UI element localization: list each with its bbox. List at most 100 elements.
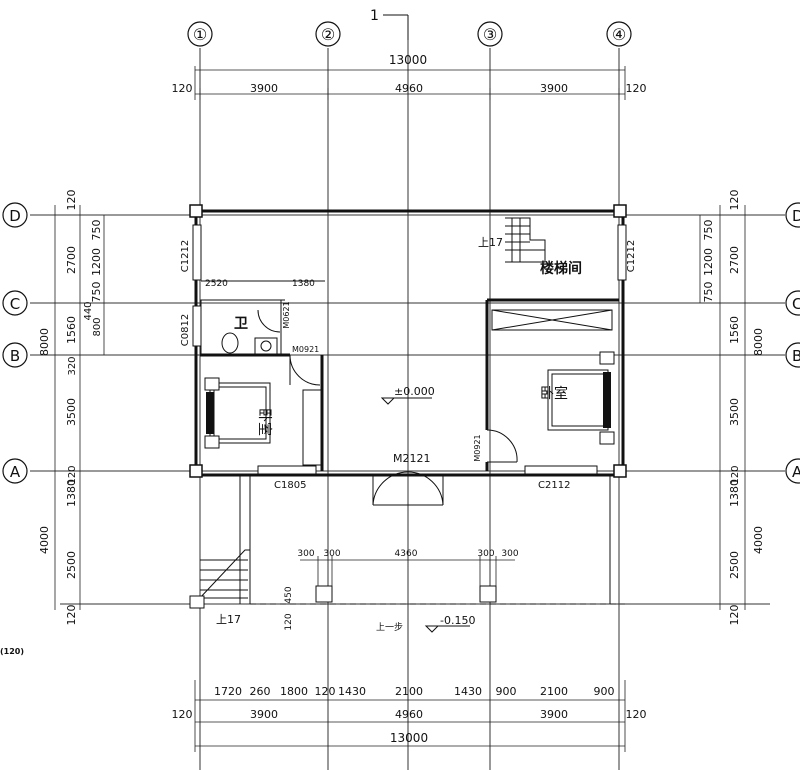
axis-bubble-b-left: B bbox=[2, 342, 28, 368]
svg-text:120: 120 bbox=[67, 465, 78, 484]
axis-bubble-b-right: B bbox=[785, 342, 800, 368]
svg-text:750: 750 bbox=[90, 220, 103, 241]
svg-text:120: 120 bbox=[626, 708, 647, 721]
svg-text:450: 450 bbox=[284, 586, 294, 603]
svg-text:3900: 3900 bbox=[250, 708, 278, 721]
svg-text:2500: 2500 bbox=[65, 551, 78, 579]
svg-text:1560: 1560 bbox=[728, 316, 741, 344]
svg-text:300: 300 bbox=[323, 549, 340, 559]
axis-bubble-3: ③ bbox=[477, 21, 503, 47]
level-up-label-2: 上17 bbox=[216, 613, 241, 626]
toilet-label: 卫 bbox=[234, 316, 248, 332]
axis-bubble-a-left: A bbox=[2, 458, 28, 484]
svg-text:2100: 2100 bbox=[540, 685, 568, 698]
svg-text:750: 750 bbox=[702, 282, 715, 303]
bed-left-door-label: M0921 bbox=[292, 345, 319, 354]
svg-text:③: ③ bbox=[483, 25, 497, 44]
svg-text:1380: 1380 bbox=[65, 479, 78, 507]
svg-text:120: 120 bbox=[315, 685, 336, 698]
bottom-dimensions: 1720 260 1800 120 1430 2100 1430 900 210… bbox=[172, 680, 647, 752]
svg-text:120: 120 bbox=[730, 465, 741, 484]
axis-bubble-4: ④ bbox=[606, 21, 632, 47]
svg-text:2700: 2700 bbox=[728, 246, 741, 274]
svg-text:C: C bbox=[792, 295, 800, 313]
bedroom-left-label: 卧室 bbox=[256, 408, 273, 436]
section-mark: 1 bbox=[370, 8, 409, 40]
svg-text:1720: 1720 bbox=[214, 685, 242, 698]
axis-bubble-d-right: D bbox=[785, 202, 800, 228]
svg-text:B: B bbox=[792, 347, 800, 365]
svg-text:1430: 1430 bbox=[454, 685, 482, 698]
inner-dim-2520: 2520 bbox=[205, 279, 228, 289]
svg-text:A: A bbox=[792, 463, 800, 481]
svg-text:320: 320 bbox=[67, 356, 78, 375]
svg-text:4000: 4000 bbox=[38, 526, 51, 554]
svg-text:120: 120 bbox=[728, 190, 741, 211]
svg-text:300: 300 bbox=[297, 549, 314, 559]
right-dimensions: 120 2700 1560 3500 4000 120 8000 750 120… bbox=[699, 190, 765, 626]
stair-upper bbox=[505, 217, 546, 263]
svg-text:120: 120 bbox=[172, 82, 193, 95]
svg-text:120: 120 bbox=[65, 605, 78, 626]
bedroom-right-label: 卧室 bbox=[540, 385, 568, 402]
svg-text:300: 300 bbox=[501, 549, 518, 559]
svg-text:3500: 3500 bbox=[728, 398, 741, 426]
svg-text:1200: 1200 bbox=[702, 248, 715, 276]
axis-bubble-c-left: C bbox=[2, 290, 28, 316]
svg-text:3500: 3500 bbox=[65, 398, 78, 426]
svg-text:2700: 2700 bbox=[65, 246, 78, 274]
svg-text:900: 900 bbox=[496, 685, 517, 698]
left-dimensions: 120 2700 1560 3500 4000 120 8000 750 120… bbox=[38, 190, 105, 626]
svg-text:1430: 1430 bbox=[338, 685, 366, 698]
bed-right bbox=[547, 351, 615, 445]
axis-lines-vertical bbox=[199, 40, 620, 770]
stair-lower bbox=[189, 549, 251, 609]
svg-text:4960: 4960 bbox=[395, 82, 423, 95]
svg-text:300: 300 bbox=[477, 549, 494, 559]
svg-text:120: 120 bbox=[65, 190, 78, 211]
inner-dim-1380: 1380 bbox=[292, 279, 315, 289]
svg-text:750: 750 bbox=[90, 282, 103, 303]
svg-text:750: 750 bbox=[702, 220, 715, 241]
bed-left bbox=[204, 377, 271, 449]
step-up-label: 上一步 bbox=[376, 622, 403, 633]
toilet-fixtures bbox=[221, 332, 278, 355]
section-mark-label: 1 bbox=[370, 8, 379, 24]
svg-text:A: A bbox=[10, 463, 21, 481]
svg-text:8000: 8000 bbox=[752, 328, 765, 356]
svg-text:①: ① bbox=[193, 25, 207, 44]
stair-room-label: 楼梯间 bbox=[540, 260, 582, 277]
svg-text:C: C bbox=[10, 295, 20, 313]
bed-right-door-label: M0921 bbox=[473, 434, 482, 461]
window-c1212-right: C1212 bbox=[626, 240, 637, 272]
svg-text:120: 120 bbox=[728, 605, 741, 626]
main-door-label: M2121 bbox=[393, 452, 431, 465]
svg-text:3900: 3900 bbox=[540, 708, 568, 721]
svg-text:4360: 4360 bbox=[395, 549, 418, 559]
axis-bubble-c-right: C bbox=[785, 290, 800, 316]
axis-bubble-1: ① bbox=[187, 21, 213, 47]
window-c1212-left: C1212 bbox=[180, 240, 191, 272]
toilet-door-label: M0621 bbox=[282, 301, 291, 328]
porch: 300 300 4360 300 300 120 450 bbox=[239, 475, 625, 631]
svg-text:1800: 1800 bbox=[280, 685, 308, 698]
window-c0812: C0812 bbox=[180, 314, 191, 346]
top-dimensions: 13000 120 3900 4960 3900 120 bbox=[172, 53, 647, 100]
axis-bubble-d-left: D bbox=[2, 202, 28, 228]
level-up-label: 上17 bbox=[478, 236, 503, 249]
top-total-dim: 13000 bbox=[389, 53, 427, 67]
elevation-marks bbox=[380, 397, 470, 633]
svg-text:1200: 1200 bbox=[90, 248, 103, 276]
svg-text:8000: 8000 bbox=[38, 328, 51, 356]
interior-walls bbox=[200, 280, 619, 471]
svg-text:260: 260 bbox=[250, 685, 271, 698]
main-door bbox=[372, 471, 444, 506]
svg-text:D: D bbox=[9, 207, 21, 225]
svg-text:13000: 13000 bbox=[390, 731, 428, 745]
svg-text:2100: 2100 bbox=[395, 685, 423, 698]
axis-bubble-a-right: A bbox=[785, 458, 800, 484]
svg-text:D: D bbox=[792, 207, 800, 225]
svg-text:120: 120 bbox=[172, 708, 193, 721]
axis-bubble-2: ② bbox=[315, 21, 341, 47]
